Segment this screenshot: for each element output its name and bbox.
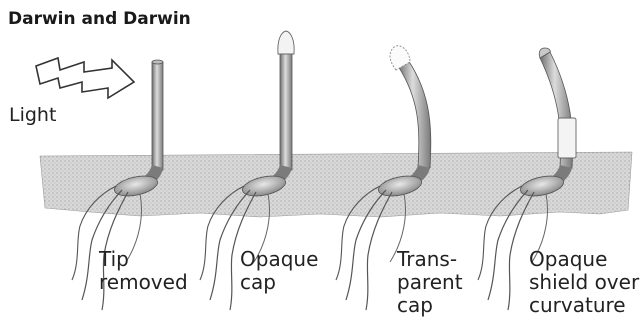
opaque-cap-icon xyxy=(278,31,294,54)
opaque-shield-icon xyxy=(558,118,576,158)
caption-tip-removed: Tip removed xyxy=(99,248,188,294)
caption-transparent-cap: Trans- parent cap xyxy=(397,248,463,317)
caption-opaque-shield: Opaque shield over curvature xyxy=(529,248,639,317)
light-label: Light xyxy=(9,104,56,126)
light-arrow-icon xyxy=(36,58,134,98)
caption-opaque-cap: Opaque cap xyxy=(240,248,318,294)
